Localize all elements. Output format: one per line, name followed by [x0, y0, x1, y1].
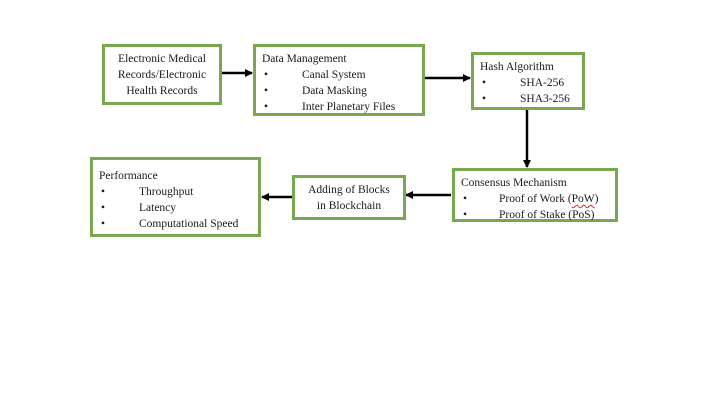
- performance-item: Latency: [93, 200, 258, 216]
- consensus-mechanism-item: Proof of Work (PoW): [455, 191, 615, 207]
- hash-algorithm-item: SHA-256: [474, 75, 582, 91]
- adding-blocks-line-2: in Blockchain: [316, 199, 382, 212]
- ehr-box: Electronic Medical Records/Electronic He…: [102, 44, 222, 105]
- performance-box: Performance Throughput Latency Computati…: [90, 157, 261, 237]
- performance-item: Throughput: [93, 184, 258, 200]
- adding-blocks-box: Adding of Blocks in Blockchain: [292, 175, 406, 220]
- ehr-line-3: Health Records: [126, 84, 198, 97]
- consensus-mechanism-list: Proof of Work (PoW) Proof of Stake (PoS): [455, 191, 615, 223]
- ehr-line-2: Records/Electronic: [117, 68, 207, 81]
- spellcheck-mark: PoW: [571, 193, 595, 205]
- performance-list: Throughput Latency Computational Speed: [93, 184, 258, 232]
- data-management-item: Inter Planetary Files: [256, 99, 422, 115]
- adding-blocks-line-1: Adding of Blocks: [308, 183, 390, 196]
- performance-title: Performance: [99, 170, 158, 182]
- hash-algorithm-item: SHA3-256: [474, 91, 582, 107]
- data-management-item: Data Masking: [256, 83, 422, 99]
- data-management-item: Canal System: [256, 67, 422, 83]
- data-management-box: Data Management Canal System Data Maskin…: [253, 44, 425, 116]
- consensus-mechanism-item: Proof of Stake (PoS): [455, 207, 615, 223]
- consensus-mechanism-title: Consensus Mechanism: [461, 177, 567, 189]
- performance-item: Computational Speed: [93, 216, 258, 232]
- ehr-line-1: Electronic Medical: [118, 52, 206, 65]
- hash-algorithm-list: SHA-256 SHA3-256: [474, 75, 582, 107]
- hash-algorithm-box: Hash Algorithm SHA-256 SHA3-256: [471, 52, 585, 110]
- data-management-list: Canal System Data Masking Inter Planetar…: [256, 67, 422, 115]
- hash-algorithm-title: Hash Algorithm: [480, 61, 554, 73]
- consensus-mechanism-box: Consensus Mechanism Proof of Work (PoW) …: [452, 168, 618, 223]
- data-management-title: Data Management: [262, 53, 347, 65]
